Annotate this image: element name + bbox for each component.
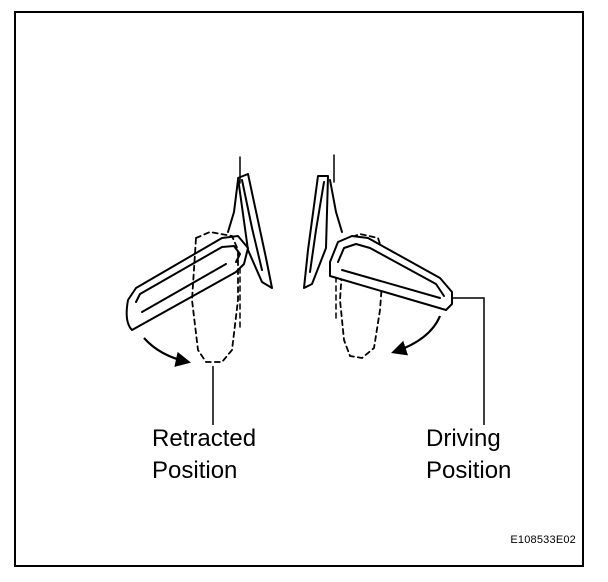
right-mirror-icon: [303, 154, 453, 359]
driving-label-line2: Position: [426, 457, 512, 484]
diagram-frame: [14, 11, 584, 567]
retracted-position-label: Retracted Position: [152, 423, 256, 487]
driving-position-label: Driving Position: [426, 423, 511, 487]
retract-arrow-icon: [143, 337, 192, 367]
retracted-label-line1: Retracted: [152, 425, 257, 452]
left-mirror-icon: [125, 156, 273, 363]
retracted-label-line2: Position: [152, 457, 238, 484]
figure-code: E108533E02: [510, 534, 576, 546]
driving-label-line1: Driving: [426, 425, 501, 452]
deploy-arrow-icon: [391, 315, 442, 356]
driving-leader-line: [452, 297, 485, 425]
